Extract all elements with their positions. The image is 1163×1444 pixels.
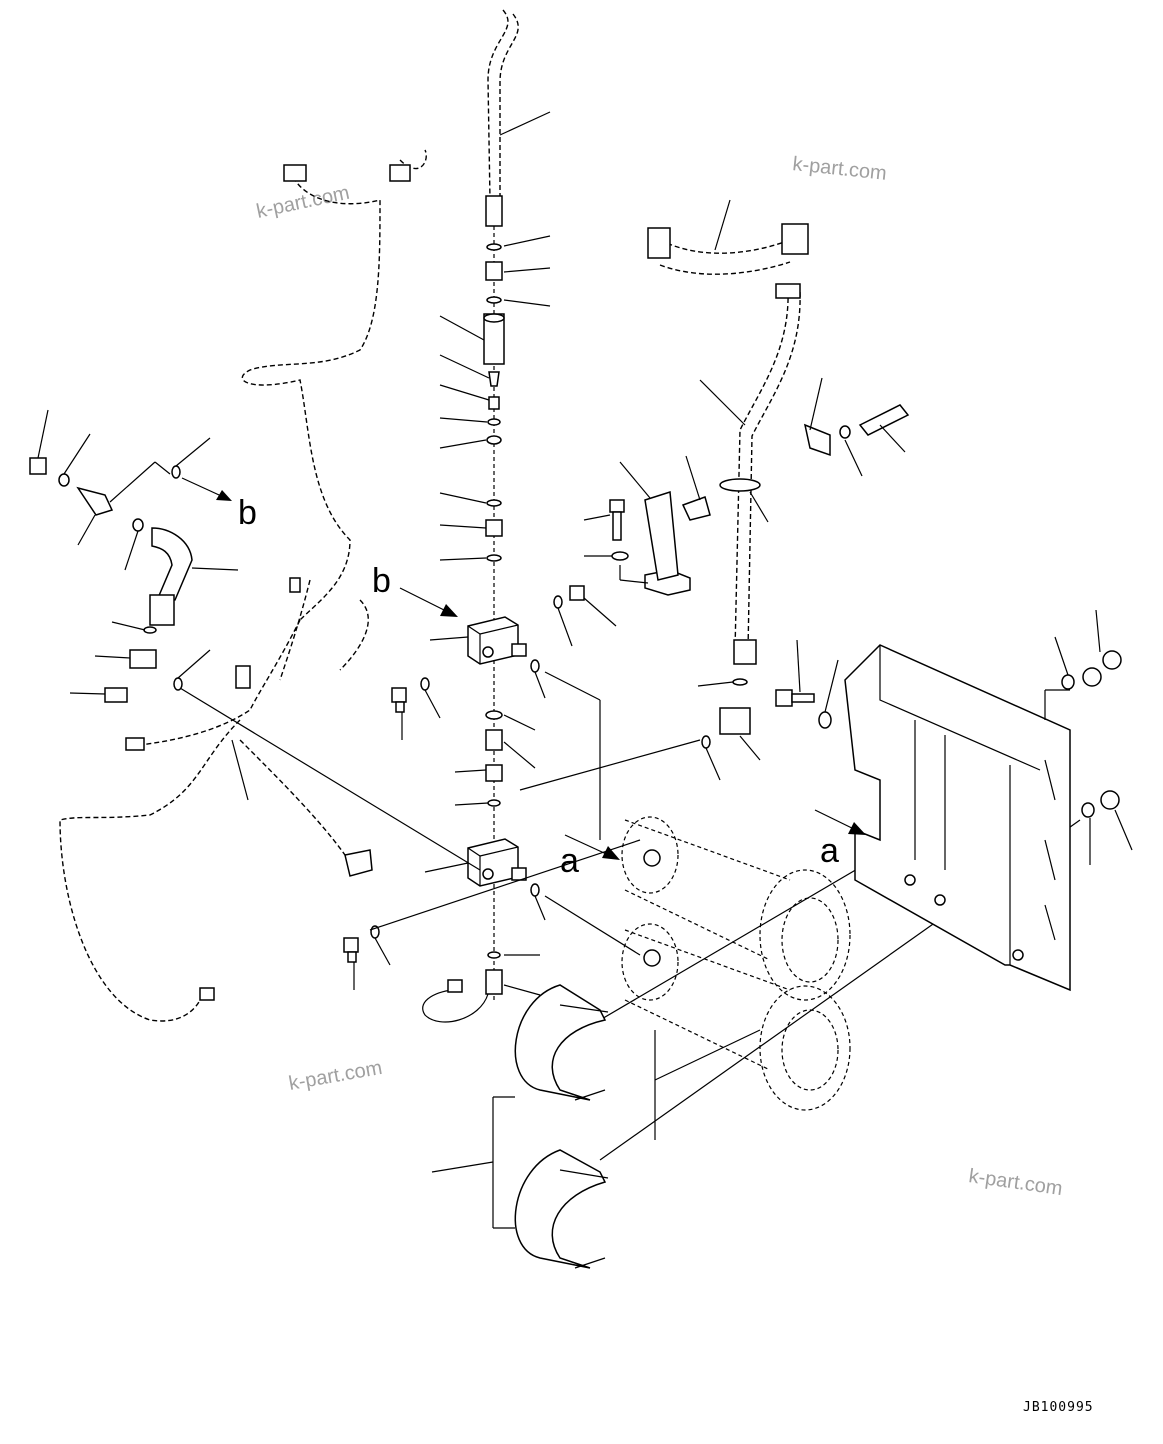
watermark: k-part.com xyxy=(791,153,887,185)
reference-label-a: a xyxy=(820,832,839,870)
drawing-code: JB100995 xyxy=(1023,1400,1094,1415)
lower-air-tank xyxy=(621,923,851,1111)
pressure-sensor xyxy=(422,979,489,1023)
left-switches xyxy=(69,621,211,703)
reference-label-b: b xyxy=(238,494,257,532)
wiring-harness xyxy=(59,149,427,1022)
block-bolts xyxy=(343,585,617,990)
tank-mounting-bracket xyxy=(844,644,1071,992)
right-flexible-hose xyxy=(699,283,801,665)
left-fittings xyxy=(29,409,211,571)
tank-strap-upper xyxy=(514,984,609,1101)
hose-clamp-parts xyxy=(803,377,910,477)
center-fitting-stack xyxy=(439,226,551,1000)
reference-label-b: b xyxy=(372,562,391,600)
upper-valve-block xyxy=(429,616,527,665)
left-hose xyxy=(149,527,239,626)
hose-support-bracket xyxy=(583,455,711,596)
right-elbow-fitting xyxy=(697,678,761,781)
right-side-bolts xyxy=(775,609,1133,865)
upper-vertical-hose xyxy=(485,9,551,227)
upper-air-tank xyxy=(621,816,851,1001)
reference-arrows xyxy=(181,477,866,860)
watermark: k-part.com xyxy=(287,1057,384,1095)
watermark: k-part.com xyxy=(967,1165,1064,1200)
right-pipe xyxy=(647,199,809,275)
lower-valve-block xyxy=(424,838,527,887)
tank-strap-lower xyxy=(514,1149,609,1269)
reference-label-a: a xyxy=(560,842,579,880)
strap-leader xyxy=(431,1096,515,1229)
